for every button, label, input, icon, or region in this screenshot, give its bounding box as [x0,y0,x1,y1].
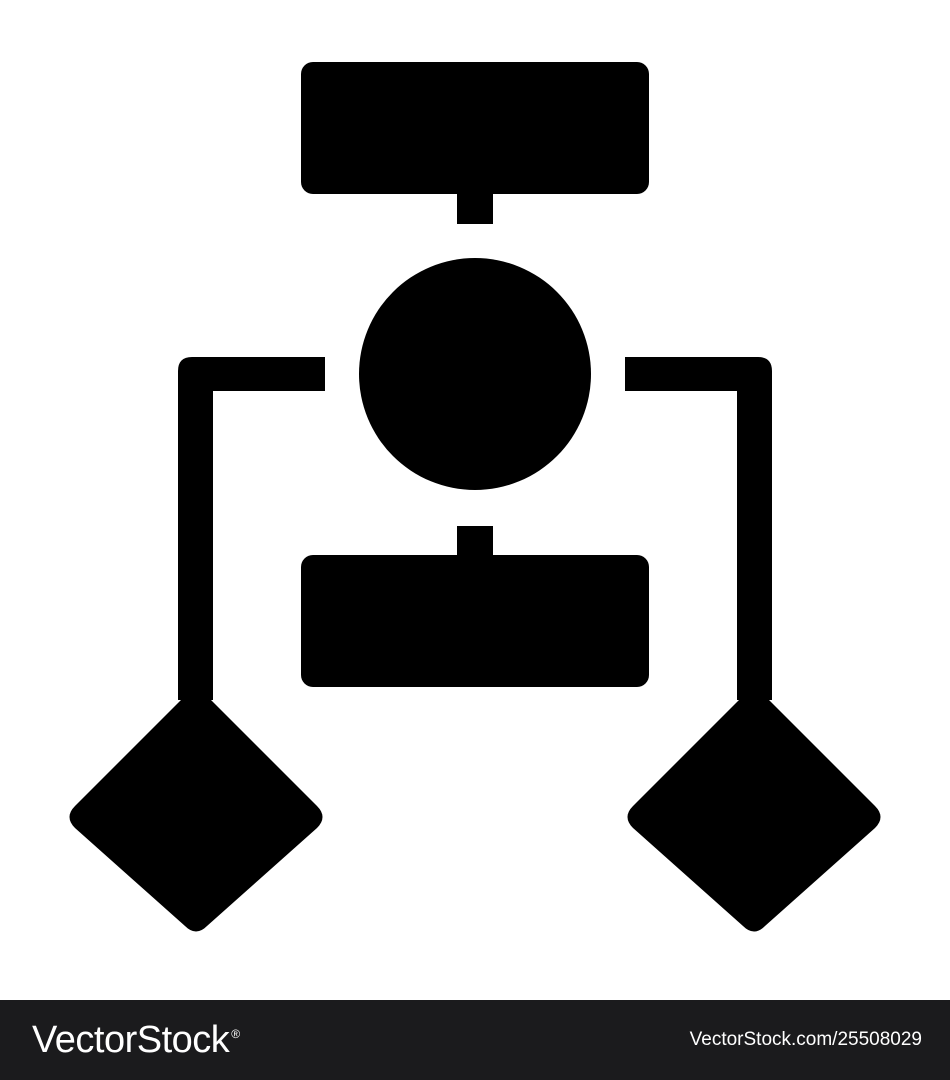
top-connector [457,194,493,224]
bottom-connector [457,526,493,558]
right-connector [625,357,772,700]
watermark-footer: VectorStock® VectorStock.com/25508029 [0,1000,950,1080]
flowchart-icon [69,62,881,932]
brand-logo: VectorStock® [32,1021,240,1059]
brand-name: VectorStock [32,1019,230,1061]
right-diamond [627,690,881,932]
left-diamond [69,690,323,932]
center-decision-circle [359,258,591,490]
stock-id: VectorStock.com/25508029 [689,1029,922,1050]
top-process-box [301,62,649,194]
registered-mark: ® [231,1027,240,1042]
left-connector [178,357,325,700]
bottom-process-box [301,555,649,687]
